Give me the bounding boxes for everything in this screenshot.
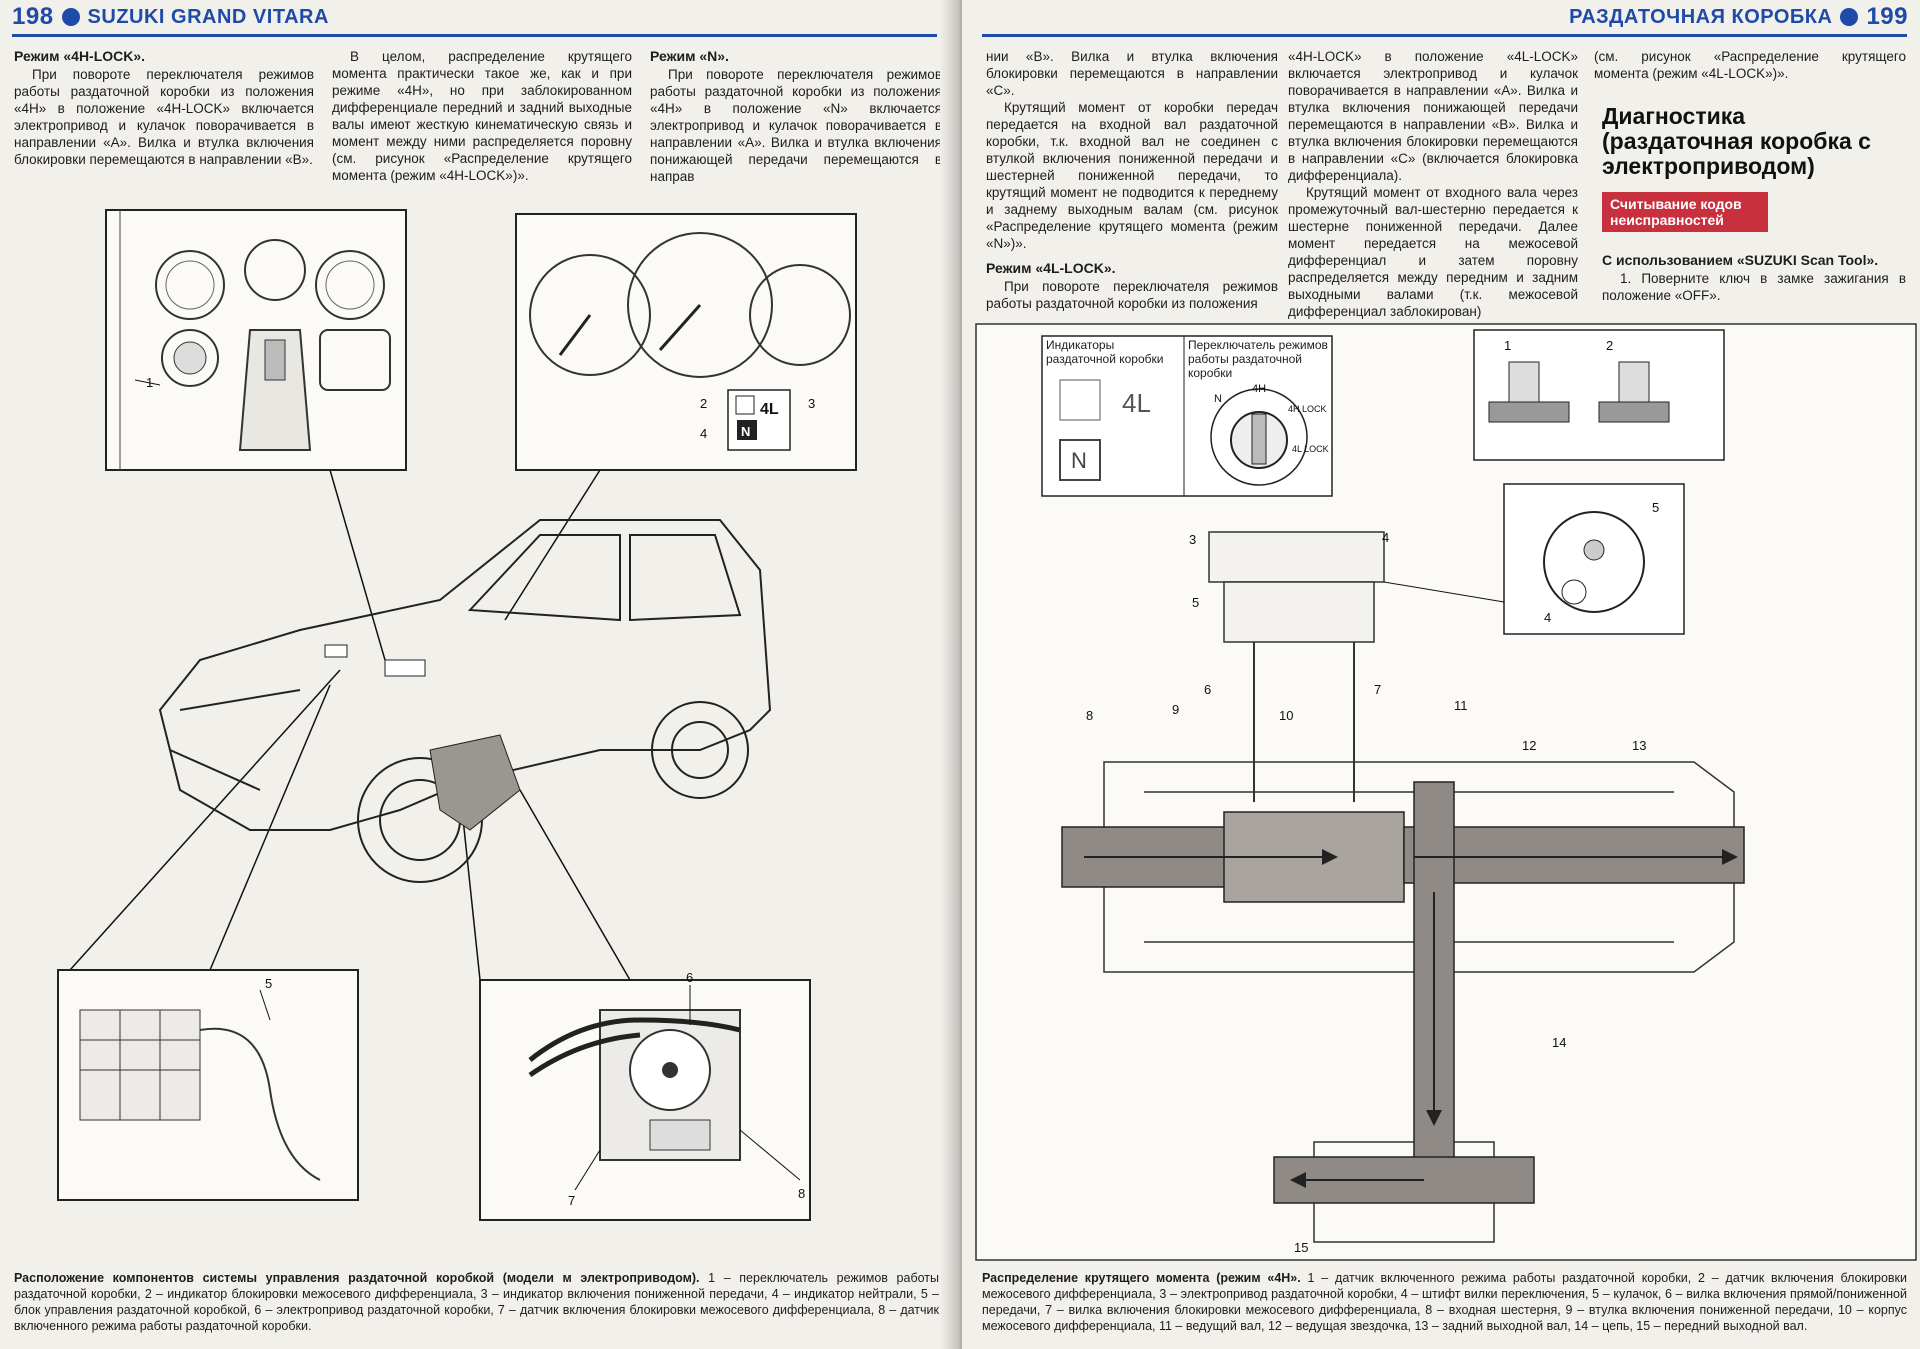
num-5: 5 [1192, 595, 1199, 610]
switch-title: Переключатель режимов работы раздаточной… [1188, 338, 1328, 380]
indicators-inset: Индикаторы раздаточной коробки Переключа… [1041, 335, 1333, 497]
sensor-label-2: 2 [1606, 338, 1613, 353]
num-3: 3 [1189, 532, 1196, 547]
left-figure-caption: Расположение компонентов системы управле… [14, 1270, 939, 1334]
right-col-3: (см. рисунок «Распределение крутящего мо… [1594, 48, 1906, 82]
left-header-title: SUZUKI GRAND VITARA [87, 5, 329, 28]
label-3: 3 [808, 396, 815, 411]
cam-inset: 5 4 [1503, 483, 1685, 635]
right-page: РАЗДАТОЧНАЯ КОРОБКА 199 нии «В». Вилка и… [962, 0, 1920, 1349]
cluster-n-indicator: N [741, 424, 750, 439]
num-15: 15 [1294, 1240, 1308, 1255]
torque-figure: Индикаторы раздаточной коробки Переключа… [975, 323, 1917, 1261]
right-col1-p2: Крутящий момент от коробки передач перед… [986, 100, 1278, 251]
header-bullet-icon [61, 8, 80, 26]
switch-4l-lock-label: 4L LOCK [1292, 444, 1329, 454]
components-figure: 1 4L N 2 3 4 [57, 209, 857, 1221]
cam-label-4: 4 [1544, 610, 1551, 625]
right-figure-caption: Распределение крутящего момента (режим «… [982, 1270, 1907, 1334]
label-5: 5 [265, 976, 272, 991]
torque-path [1061, 781, 1745, 1204]
right-caption-text: 1 – датчик включенного режима работы раз… [982, 1271, 1907, 1333]
sensor-label-1: 1 [1504, 338, 1511, 353]
left-col-1: Режим «4H-LOCK». При повороте переключат… [14, 48, 314, 168]
left-caption-text: 1 – переключатель режимов работы раздато… [14, 1271, 939, 1333]
scan-tool-heading: С использованием «SUZUKI Scan Tool». [1602, 252, 1879, 268]
switch-4h-label: 4H [1252, 383, 1266, 395]
left-header: 198 SUZUKI GRAND VITARA [12, 3, 329, 30]
scan-tool-section: С использованием «SUZUKI Scan Tool». 1. … [1602, 252, 1906, 304]
right-col-1: нии «В». Вилка и втулка включения блокир… [986, 48, 1278, 312]
header-bullet-icon [1840, 8, 1859, 26]
num-4: 4 [1382, 530, 1389, 545]
sensors-inset: 1 2 [1473, 329, 1725, 461]
switch-n-label: N [1214, 393, 1222, 405]
read-codes-tab: Считывание кодов неисправностей [1602, 192, 1768, 232]
right-header: РАЗДАТОЧНАЯ КОРОБКА 199 [1569, 3, 1908, 30]
right-col3-text: (см. рисунок «Распределение крутящего мо… [1594, 49, 1906, 81]
num-14: 14 [1552, 1035, 1566, 1050]
diagnostics-title: Диагностика (раздаточная коробка с элект… [1602, 103, 1871, 179]
mode-n-heading: Режим «N». [650, 48, 729, 64]
right-col2-p2: Крутящий момент от входного вала через п… [1288, 185, 1578, 319]
left-page: 198 SUZUKI GRAND VITARA Режим «4H-LOCK».… [0, 0, 950, 1349]
num-6: 6 [1204, 682, 1211, 697]
left-caption-title: Расположение компонентов системы управле… [14, 1271, 700, 1285]
label-2: 2 [700, 396, 707, 411]
right-col1-text: нии «В». Вилка и втулка включения блокир… [986, 49, 1278, 98]
actuator-inset: 6 7 8 [479, 970, 811, 1221]
num-9: 9 [1172, 702, 1179, 717]
right-page-number: 199 [1866, 3, 1908, 30]
label-1: 1 [146, 375, 153, 390]
transfer-case-on-vehicle [429, 734, 521, 831]
mode-n-text: При повороте переключателя режимов работ… [650, 67, 942, 184]
num-7: 7 [1374, 682, 1381, 697]
cluster-inset: 4L N 2 3 4 [515, 213, 857, 471]
mode-4h-lock-heading: Режим «4H-LOCK». [14, 48, 146, 64]
mode-4l-lock-heading: Режим «4L-LOCK». [986, 260, 1116, 276]
right-caption-title: Распределение крутящего момента (режим «… [982, 1271, 1301, 1285]
fig-n-indicator: N [1071, 448, 1087, 473]
label-4: 4 [700, 426, 707, 441]
left-col-3: Режим «N». При повороте переключателя ре… [650, 48, 942, 185]
right-col1-p3: При повороте переключателя режимов работ… [986, 279, 1278, 311]
num-13: 13 [1632, 738, 1646, 753]
right-header-rule [982, 34, 1907, 37]
left-header-rule [12, 34, 937, 37]
num-8: 8 [1086, 708, 1093, 723]
indicators-title: Индикаторы раздаточной коробки [1046, 338, 1164, 366]
left-page-number: 198 [12, 3, 54, 30]
label-7: 7 [568, 1193, 575, 1208]
cam-label-5: 5 [1652, 500, 1659, 515]
right-col-2: «4H-LOCK» в положение «4L-LOCK» включает… [1288, 48, 1578, 320]
mode-4h-lock-text: При повороте переключателя режимов работ… [14, 67, 314, 167]
scan-tool-step-1: 1. Поверните ключ в замке зажигания в по… [1602, 271, 1906, 303]
torque-distribution-text: В целом, распределение крутящего момента… [332, 49, 632, 183]
ecu-inset: 5 [57, 969, 359, 1201]
num-12: 12 [1522, 738, 1536, 753]
switch-4h-lock-label: 4H LOCK [1288, 404, 1327, 414]
num-11: 11 [1454, 698, 1468, 713]
dashboard-inset: 1 [105, 209, 407, 471]
fig-4l-indicator: 4L [1122, 388, 1151, 418]
right-col2-text: «4H-LOCK» в положение «4L-LOCK» включает… [1288, 49, 1578, 183]
cluster-4l-indicator: 4L [760, 401, 779, 418]
label-6: 6 [686, 970, 693, 985]
vehicle-drawing [158, 519, 772, 883]
label-8: 8 [798, 1186, 805, 1201]
left-col-2: В целом, распределение крутящего момента… [332, 48, 632, 184]
num-10: 10 [1279, 708, 1293, 723]
right-header-title: РАЗДАТОЧНАЯ КОРОБКА [1569, 5, 1833, 28]
